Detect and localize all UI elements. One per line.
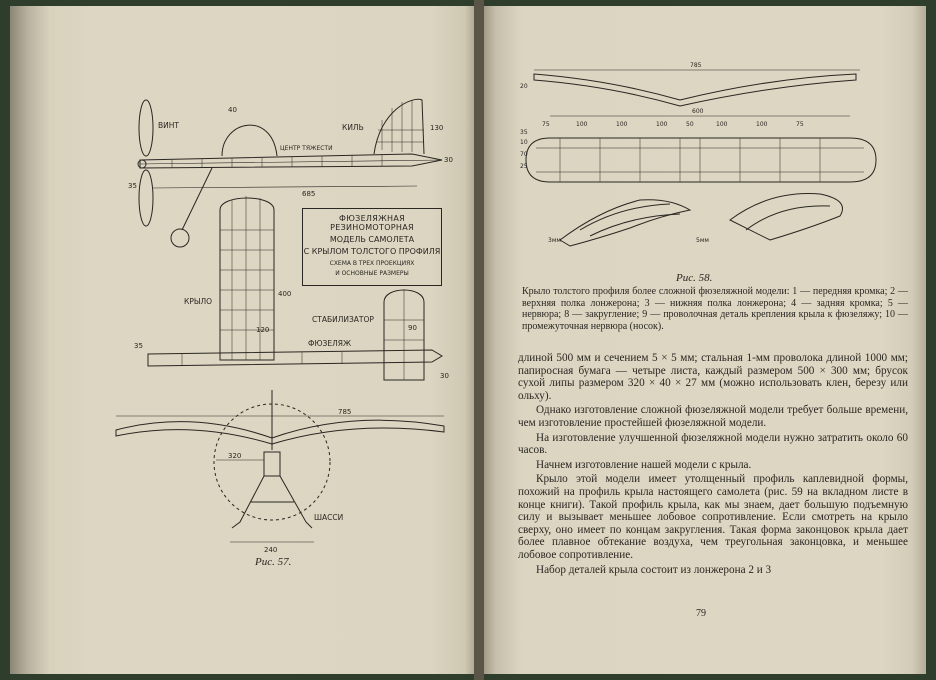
dim-400: 400	[278, 290, 291, 298]
paragraph-4: Начнем изготовление нашей модели с крыла…	[536, 458, 752, 471]
right-page	[482, 6, 926, 674]
dim-600: 600	[692, 108, 704, 115]
paragraph-2: Однако изготовление сложной фюзеляжной м…	[518, 404, 908, 429]
dim-100-1: 100	[576, 121, 588, 128]
dim-100-2: 100	[616, 121, 628, 128]
dim-50: 50	[686, 121, 694, 128]
label-vint: ВИНТ	[158, 121, 179, 130]
dim-785-wing: 785	[690, 62, 702, 69]
dim-3mm: 3мм	[548, 237, 561, 244]
paragraph-6: Набор деталей крыла состоит из лонжерона…	[536, 563, 772, 576]
dim-25: 25	[520, 163, 528, 170]
dim-35-top: 35	[134, 342, 143, 350]
paragraph-1: длиной 500 мм и сечением 5 × 5 мм; сталь…	[518, 352, 908, 402]
title-line-3: С КРЫЛОМ ТОЛСТОГО ПРОФИЛЯ	[303, 247, 441, 256]
figure-58-caption: Рис. 58.	[676, 272, 713, 284]
dim-75-left: 75	[542, 121, 550, 128]
page-number: 79	[696, 608, 706, 619]
dim-10: 10	[520, 139, 528, 146]
title-line-5: И ОСНОВНЫЕ РАЗМЕРЫ	[335, 270, 409, 277]
paragraph-5: Крыло этой модели имеет утолщенный профи…	[518, 473, 908, 561]
dim-120: 120	[256, 326, 269, 334]
title-line-2: МОДЕЛЬ САМОЛЕТА	[329, 235, 415, 244]
dim-130: 130	[430, 124, 443, 132]
dim-685: 685	[302, 190, 315, 198]
figure-57-caption: Рис. 57.	[255, 556, 292, 568]
body-text: длиной 500 мм и сечением 5 × 5 мм; сталь…	[518, 352, 908, 578]
figure-57-title-box: ФЮЗЕЛЯЖНАЯ РЕЗИНОМОТОРНАЯ МОДЕЛЬ САМОЛЕТ…	[302, 208, 442, 286]
dim-320: 320	[228, 452, 241, 460]
title-line-1: ФЮЗЕЛЯЖНАЯ РЕЗИНОМОТОРНАЯ	[330, 214, 414, 232]
figure-58-caption-text: Крыло толстого профиля более сложной фюз…	[522, 286, 908, 332]
dim-100-3: 100	[656, 121, 668, 128]
dim-90: 90	[408, 324, 417, 332]
dim-100-4: 100	[716, 121, 728, 128]
dim-100-5: 100	[756, 121, 768, 128]
dim-75-right: 75	[796, 121, 804, 128]
dim-5mm: 5мм	[696, 237, 709, 244]
label-kil: КИЛЬ	[342, 123, 364, 132]
book-gutter	[474, 0, 484, 680]
label-center-of-gravity: ЦЕНТР ТЯЖЕСТИ	[280, 145, 333, 152]
dim-240: 240	[264, 546, 277, 554]
dim-35-side: 35	[128, 182, 137, 190]
dim-20: 20	[520, 83, 528, 90]
label-shassi: ШАССИ	[314, 513, 343, 522]
figure-57-drawing: ВИНТ КИЛЬ ЦЕНТР ТЯЖЕСТИ КРЫЛО СТАБИЛИЗАТ…	[115, 98, 453, 554]
dim-30-top: 30	[440, 372, 449, 380]
paragraph-3: На изготовление улучшенной фюзеляжной мо…	[518, 431, 908, 457]
figure-58-drawing: 785 20 600 75 100 100 100 50 100 100 75 …	[520, 62, 877, 247]
dim-35: 35	[520, 129, 528, 136]
title-line-4: СХЕМА В ТРЕХ ПРОЕКЦИЯХ	[329, 260, 415, 267]
dim-30-side: 30	[444, 156, 453, 164]
label-stabilizator: СТАБИЛИЗАТОР	[312, 315, 374, 324]
dim-785: 785	[338, 408, 351, 416]
dim-40: 40	[228, 106, 237, 114]
dim-70: 70	[520, 151, 528, 158]
label-fuzelyazh: ФЮЗЕЛЯЖ	[308, 339, 351, 348]
label-krylo: КРЫЛО	[184, 297, 212, 306]
